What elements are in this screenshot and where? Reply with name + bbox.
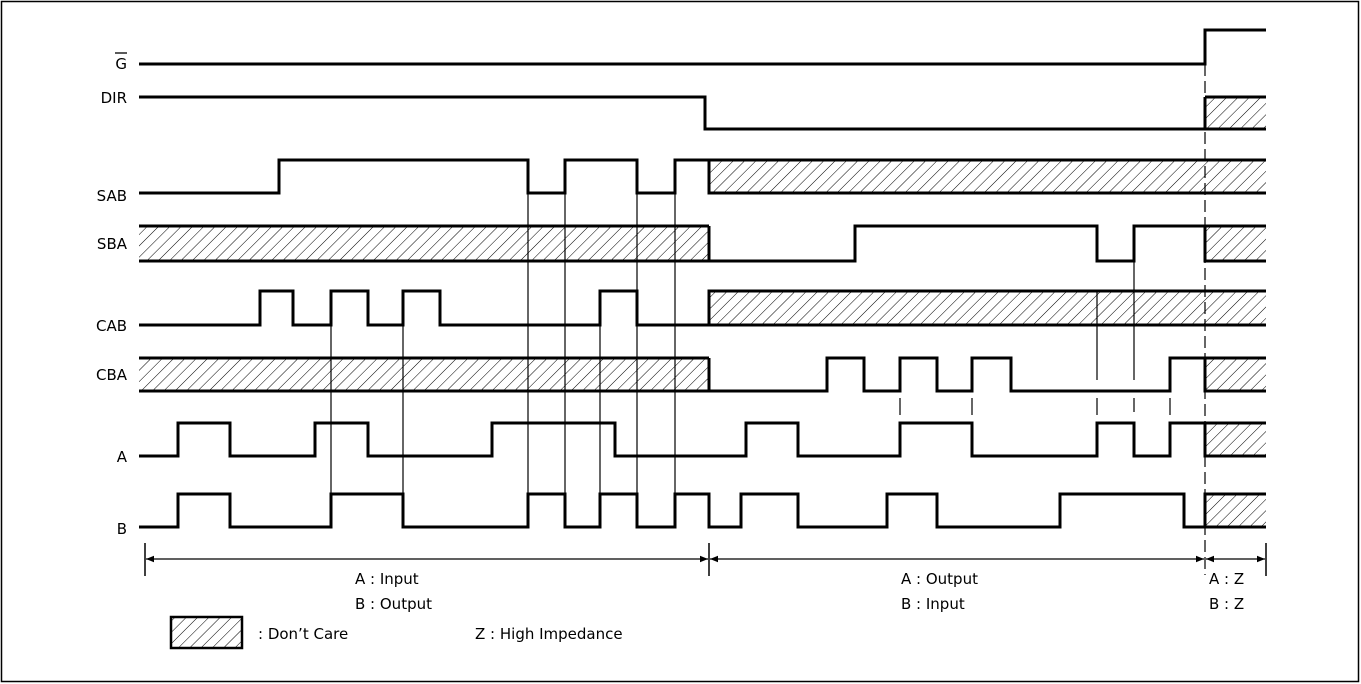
period-3-line-1: A : Z (1209, 570, 1244, 588)
sba-dont-care (139, 226, 709, 261)
period-1-line-2: B : Output (355, 595, 432, 613)
signal-label-cab: CAB (96, 317, 127, 335)
cba-dont-care-end (1205, 358, 1266, 391)
b-dont-care (1205, 494, 1266, 527)
waveform-g (139, 28, 1266, 66)
legend-dont-care-swatch (169, 615, 244, 650)
waveform-dir (139, 95, 1205, 131)
signal-label-sba: SBA (97, 235, 128, 253)
signal-label-a: A (117, 448, 128, 466)
period-ticks (144, 543, 1267, 576)
period-3-line-2: B : Z (1209, 595, 1244, 613)
legend-dont-care-text: : Don’t Care (258, 625, 348, 643)
period-2-line-1: A : Output (901, 570, 978, 588)
period-1-line-1: A : Input (355, 570, 419, 588)
cab-dont-care (709, 291, 1266, 325)
signal-label-b: B (117, 520, 127, 538)
signal-label-g: G (115, 55, 127, 73)
sba-dont-care-end (1205, 226, 1266, 261)
dont-care-regions (139, 97, 1266, 527)
signal-label-dir: DIR (101, 89, 127, 107)
waveform-a (139, 421, 1266, 458)
waveform-sab (139, 158, 1266, 195)
signal-label-sab: SAB (97, 187, 127, 205)
waveform-b (139, 492, 1266, 529)
legend-high-impedance-text: Z : High Impedance (475, 625, 623, 643)
causal-lines (330, 193, 1171, 494)
cba-dont-care (139, 358, 709, 391)
a-dont-care (1205, 423, 1266, 456)
dir-dont-care (1205, 97, 1266, 129)
waveform-cba (139, 356, 1266, 393)
waveforms (139, 28, 1266, 529)
signal-label-cba: CBA (96, 366, 128, 384)
sab-dont-care (709, 160, 1266, 193)
period-2-line-2: B : Input (901, 595, 965, 613)
